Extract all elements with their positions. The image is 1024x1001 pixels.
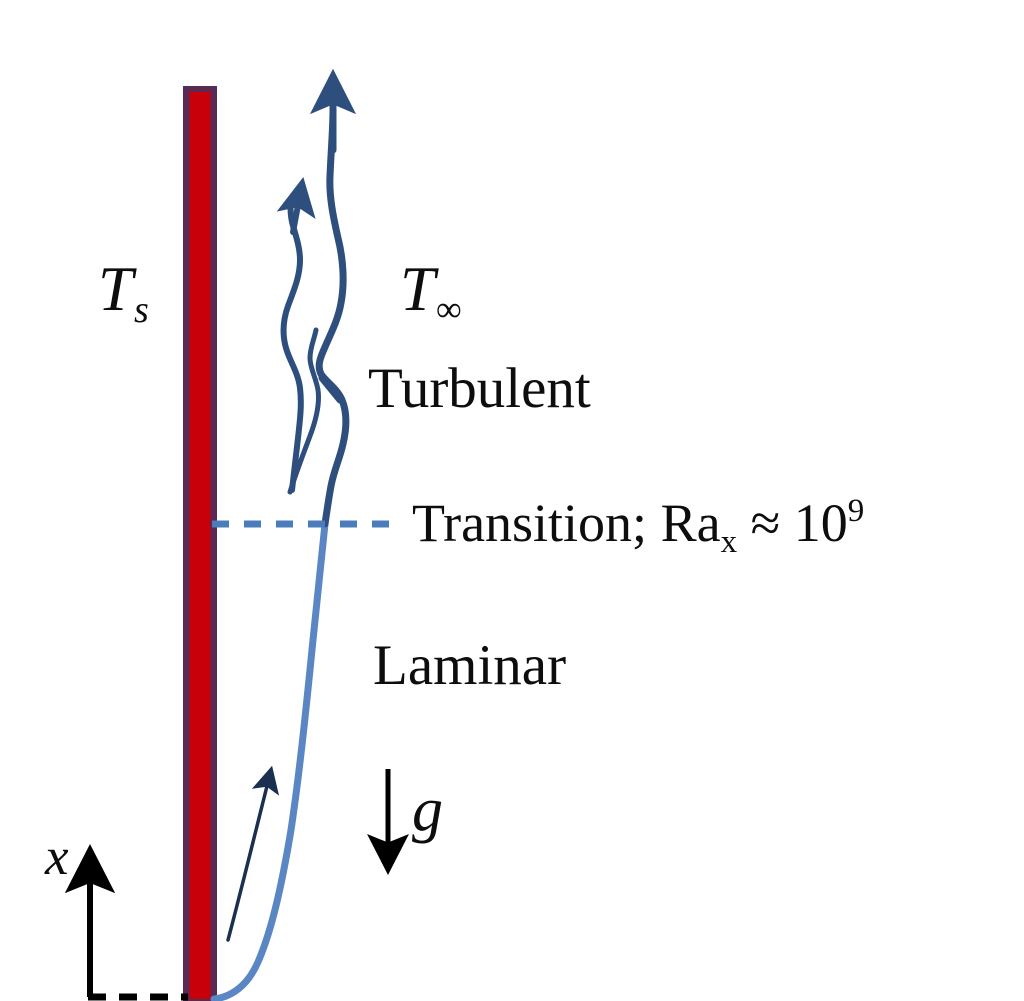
transition-criterion-label: Transition; Rax ≈ 109 — [412, 495, 864, 559]
surface-temperature-label: Ts — [98, 258, 149, 332]
laminar-region-label: Laminar — [373, 634, 567, 697]
surface-temperature-subscript: s — [134, 289, 149, 332]
surface-temperature-symbol: T — [98, 254, 134, 324]
turbulent-outer-chevron-icon — [318, 374, 344, 404]
ambient-temperature-label: T∞ — [400, 258, 462, 327]
turbulent-region-label: Turbulent — [368, 357, 591, 420]
gravity-label: g — [412, 776, 443, 844]
ambient-temperature-symbol: T — [400, 254, 436, 324]
transition-text: Transition; Ra — [412, 492, 721, 553]
transition-rayleigh-subscript: x — [720, 524, 738, 561]
turbulent-outer-boundary-curve — [315, 106, 350, 528]
laminar-flow-arrow — [226, 765, 280, 942]
transition-relation: ≈ 10 — [737, 492, 848, 553]
turbulent-secondary-streak-curve — [287, 327, 321, 495]
x-axis-label: x — [45, 828, 69, 886]
turbulent-inner-eddy-curve — [280, 195, 304, 493]
transition-exponent: 9 — [847, 493, 865, 529]
heated-vertical-plate — [183, 86, 217, 1001]
laminar-boundary-layer-curve — [210, 520, 329, 1001]
turbulent-inner-flow-arrow — [276, 177, 316, 235]
ambient-temperature-subscript: ∞ — [436, 288, 462, 329]
